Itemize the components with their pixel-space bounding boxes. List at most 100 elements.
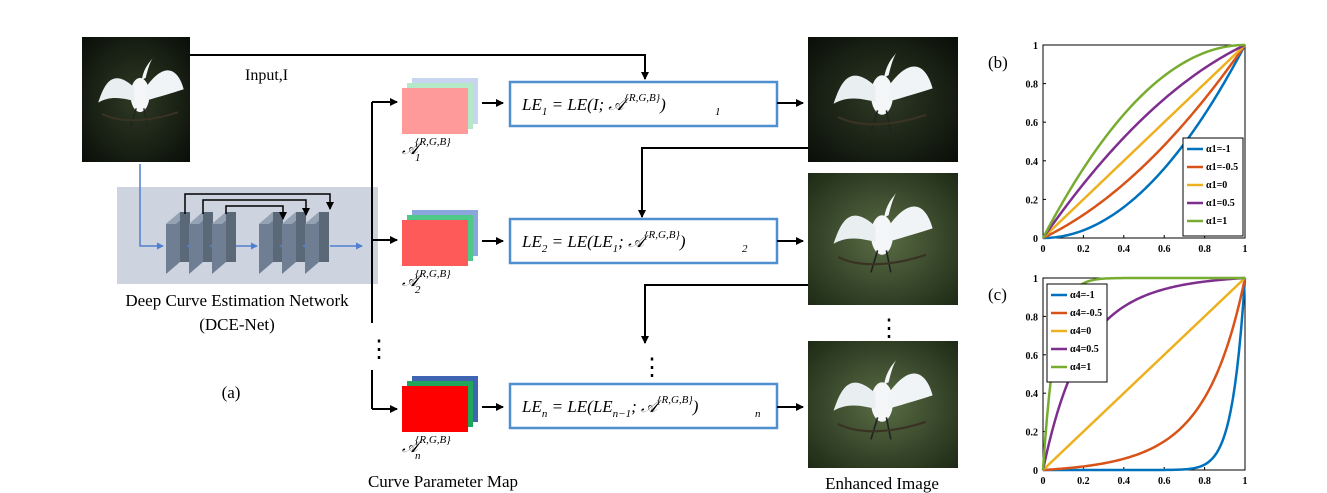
y-tick-label: 0.2: [1026, 428, 1039, 439]
param-map-red-channel: [402, 88, 468, 134]
conv-layer: [166, 212, 190, 274]
series-line-2: [1042, 277, 1247, 472]
param-map-label: 𝒜: [402, 139, 423, 158]
skip-connection-1: [184, 193, 334, 214]
y-tick-label: 0: [1033, 234, 1038, 245]
le-box-border: [508, 217, 779, 265]
x-tick-label: 0: [1041, 476, 1046, 487]
enhanced-caption: Enhanced Image: [825, 474, 939, 493]
param-map-red-channel: [402, 386, 468, 432]
le-a-subscript: n: [755, 408, 761, 420]
le-box-2: LE2 = LE(LE1; 𝒜{R,G,B}2): [508, 217, 779, 265]
network-name: Deep Curve Estimation Network: [125, 291, 349, 310]
y-tick-label: 0.2: [1026, 195, 1039, 206]
legend-label: α4=-0.5: [1070, 308, 1102, 319]
param-map-3: 𝒜n{R,G,B}: [402, 376, 478, 462]
net-input-arrow: [139, 164, 164, 250]
conv-layer: [282, 212, 306, 274]
dce-net-block: [117, 164, 378, 284]
chart-panel-label: (b): [988, 53, 1008, 72]
le-box-3: LEn = LE(LEn−1; 𝒜{R,G,B}n): [508, 382, 779, 430]
le-boxes: LE1 = LE(I; 𝒜{R,G,B}1) LE2 = LE(LE1; 𝒜{R,…: [508, 80, 779, 430]
image-dots: ⋮: [877, 316, 901, 342]
input-arrow: [190, 54, 649, 80]
net-layers: [166, 212, 329, 274]
legend-label: α4=-1: [1070, 290, 1095, 301]
le-equation: LE2 = LE(LE1; 𝒜{R,G,B}2): [521, 229, 686, 255]
legend-box: [1046, 283, 1108, 383]
feedback-arrow-2: [641, 284, 808, 344]
y-tick-label: 0.8: [1026, 80, 1039, 91]
param-map-red-channel: [402, 220, 468, 266]
x-tick-label: 0.2: [1077, 476, 1090, 487]
input-image: [82, 37, 190, 162]
y-tick-label: 0.4: [1026, 157, 1039, 168]
legend-label: α4=0: [1070, 326, 1091, 337]
x-tick-label: 0.4: [1118, 244, 1131, 255]
param-map-superscript: {R,G,B}: [415, 268, 451, 280]
y-tick-label: 0.6: [1026, 118, 1039, 129]
le-a-subscript: 2: [742, 243, 748, 255]
legend-box: [1182, 137, 1244, 237]
param-map-subscript: n: [415, 450, 421, 462]
skip-connection-3: [225, 205, 287, 220]
series-line-3: [1042, 277, 1246, 471]
series-line-3: [1042, 44, 1246, 239]
legend-label: α1=1: [1206, 216, 1227, 227]
le-box-1: LE1 = LE(I; 𝒜{R,G,B}1): [508, 80, 779, 128]
x-tick-label: 0.8: [1198, 476, 1211, 487]
curve-map-caption: Curve Parameter Map: [368, 472, 518, 491]
le-equation: LEn = LE(LEn−1; 𝒜{R,G,B}n): [521, 394, 699, 420]
panel-a-label: (a): [222, 383, 241, 402]
conv-layer: [189, 212, 213, 274]
series-line-5: [1041, 43, 1246, 239]
param-map-superscript: {R,G,B}: [415, 136, 451, 148]
le-a-subscript: 1: [715, 106, 721, 118]
x-tick-label: 1: [1243, 244, 1248, 255]
enhanced-image-n: [808, 341, 958, 468]
y-tick-label: 1: [1033, 41, 1038, 52]
le-equation: LE1 = LE(I; 𝒜{R,G,B}1): [521, 92, 666, 118]
legend-label: α4=0.5: [1070, 344, 1099, 355]
y-tick-label: 1: [1033, 274, 1038, 285]
y-tick-label: 0.8: [1026, 312, 1039, 323]
panel-a: Input,I Deep Curve Estimation Network (D…: [82, 37, 958, 493]
y-tick-label: 0.4: [1026, 389, 1039, 400]
y-tick-label: 0: [1033, 466, 1038, 477]
param-map-subscript: 1: [415, 152, 421, 164]
input-label: Input,I: [245, 67, 288, 84]
conv-layer: [259, 212, 283, 274]
chart-legend: α4=-1 α4=-0.5 α4=0 α4=0.5 α4=1: [1046, 283, 1108, 383]
enhanced-image-2: [808, 173, 958, 305]
legend-label: α1=0: [1206, 180, 1227, 191]
param-map-subscript: 2: [415, 284, 421, 296]
x-tick-label: 0.8: [1198, 244, 1211, 255]
legend-label: α1=-1: [1206, 144, 1231, 155]
param-map-label: 𝒜: [402, 437, 423, 456]
x-tick-label: 0: [1041, 244, 1046, 255]
x-tick-label: 0.2: [1077, 244, 1090, 255]
series-line-2: [1042, 44, 1247, 240]
conv-layer: [305, 212, 329, 274]
enhanced-image-1: [808, 37, 958, 162]
x-tick-label: 0.4: [1118, 476, 1131, 487]
param-map-1: 𝒜1 {R,G,B}: [402, 78, 478, 164]
chart-legend: α1=-1 α1=-0.5 α1=0 α1=0.5 α1=1: [1182, 137, 1244, 237]
y-tick-label: 0.6: [1026, 351, 1039, 362]
curve-parameter-maps: 𝒜1{R,G,B}𝒜2{R,G,B}𝒜n{R,G,B}: [402, 78, 478, 462]
legend-label: α1=0.5: [1206, 198, 1235, 209]
param-map-label: 𝒜: [402, 271, 423, 290]
network-abbr: (DCE-Net): [199, 315, 275, 334]
branch-dots: ⋮: [367, 337, 391, 363]
series-line-4: [1041, 43, 1246, 239]
series-line-1: [1042, 44, 1247, 240]
param-map-2: 𝒜2 {R,G,B}: [402, 210, 478, 296]
feedback-dots: ⋮: [640, 355, 664, 381]
chart-panel-label: (c): [988, 285, 1007, 304]
le-box-border: [508, 80, 779, 128]
legend-label: α4=1: [1070, 362, 1091, 373]
legend-label: α1=-0.5: [1206, 162, 1238, 173]
